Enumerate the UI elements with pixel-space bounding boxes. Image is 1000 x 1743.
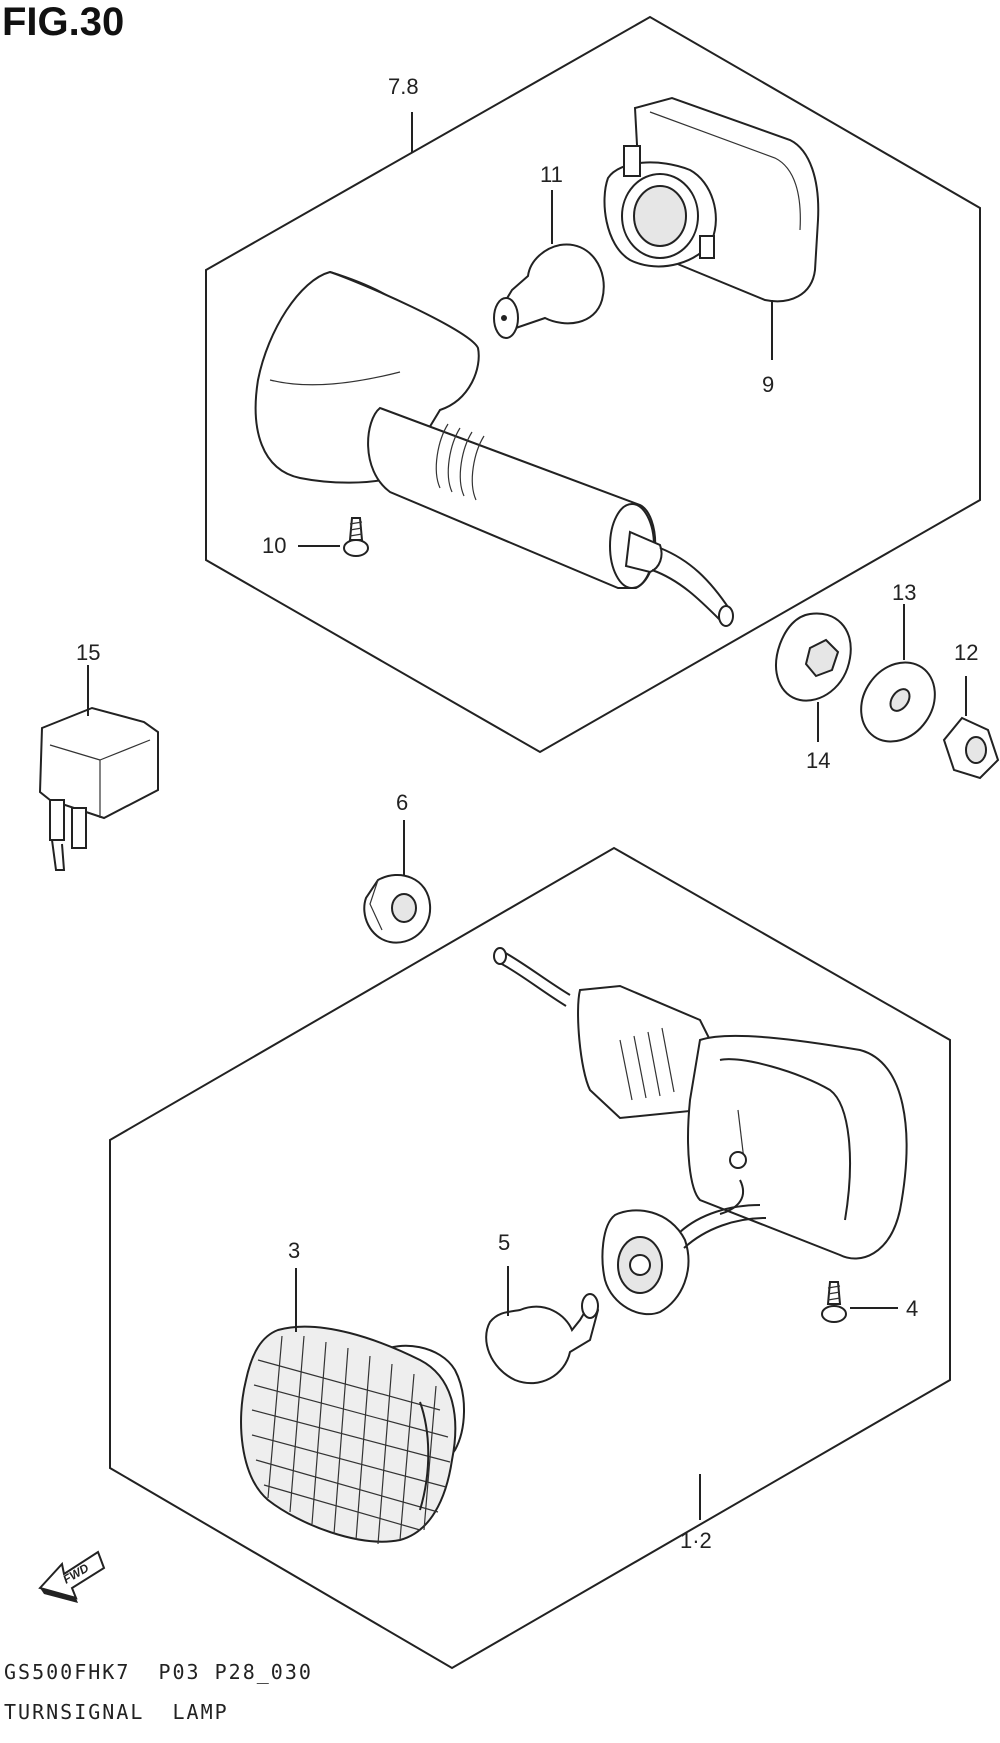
fwd-arrow-icon: FWD bbox=[38, 1550, 106, 1603]
bulb-socket bbox=[601, 1204, 767, 1316]
washer-13 bbox=[860, 661, 936, 743]
screw-10 bbox=[343, 517, 369, 557]
callout-9: 9 bbox=[762, 372, 774, 397]
lens-housing-9 bbox=[603, 96, 820, 303]
bulb-11 bbox=[493, 243, 605, 339]
callout-1-2: 1·2 bbox=[680, 1528, 712, 1553]
nut-12 bbox=[942, 716, 1000, 780]
nut-plate-14 bbox=[775, 612, 852, 702]
turn-signal-body-lower bbox=[493, 947, 908, 1260]
callout-10: 10 bbox=[262, 533, 286, 558]
figure-title: FIG.30 bbox=[2, 0, 125, 44]
callout-6: 6 bbox=[396, 790, 408, 815]
upper-assembly-frame bbox=[205, 15, 981, 754]
callout-7-8: 7.8 bbox=[388, 74, 419, 99]
bulb-5 bbox=[485, 1293, 600, 1385]
screw-4 bbox=[821, 1281, 847, 1323]
lower-assembly-frame bbox=[109, 846, 951, 1670]
callout-15: 15 bbox=[76, 640, 100, 665]
model-code: GS500FHK7 P03 P28_030 bbox=[4, 1660, 313, 1684]
lens-3 bbox=[240, 1325, 465, 1545]
figure-caption: TURNSIGNAL LAMP bbox=[4, 1700, 229, 1724]
callout-3: 3 bbox=[288, 1238, 300, 1263]
callout-11: 11 bbox=[540, 162, 563, 187]
relay-15 bbox=[38, 706, 159, 871]
callout-13: 13 bbox=[892, 580, 916, 605]
callout-14: 14 bbox=[806, 748, 830, 773]
callout-5: 5 bbox=[498, 1230, 510, 1255]
callout-4: 4 bbox=[906, 1296, 918, 1321]
turn-signal-body-upper bbox=[254, 270, 734, 627]
grommet-6 bbox=[363, 874, 432, 944]
callout-12: 12 bbox=[954, 640, 978, 665]
